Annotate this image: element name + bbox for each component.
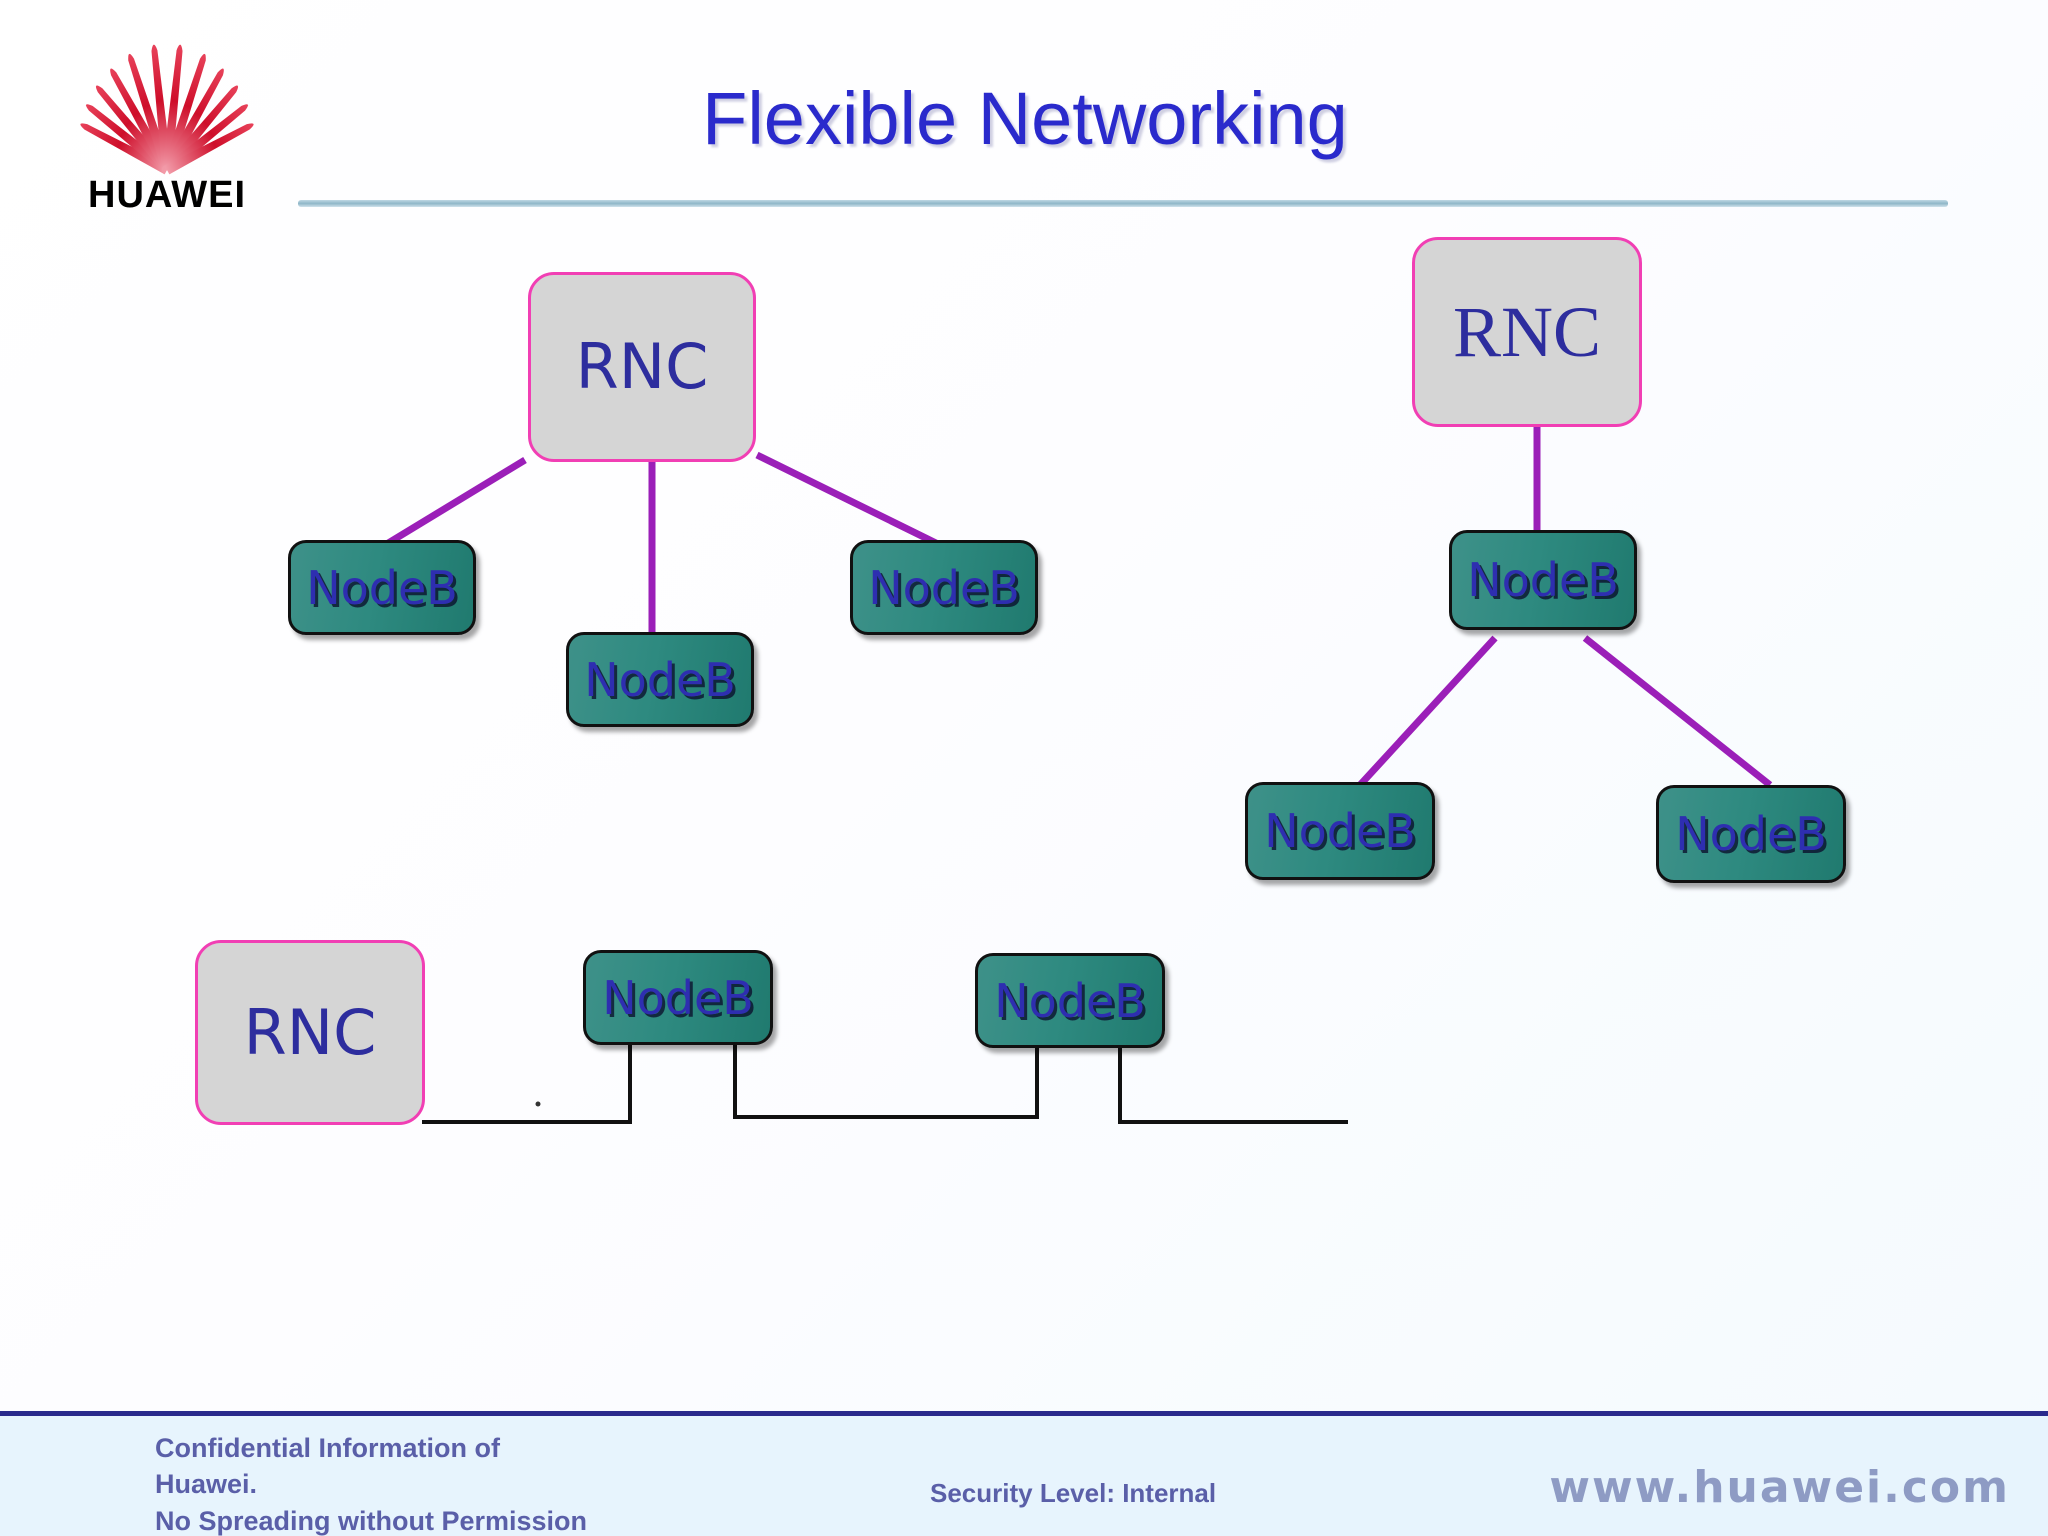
confidential-line-1: Confidential Information of (155, 1433, 500, 1463)
nodeb-star-left-label: NodeB (306, 560, 458, 615)
nodeb-tree-top-node[interactable]: NodeB (1449, 530, 1637, 630)
confidential-line-3: No Spreading without Permission (155, 1505, 588, 1536)
nodeb-tree-right-label: NodeB (1675, 807, 1827, 861)
huawei-fan-logo-icon (80, 44, 254, 175)
nodeb-chain-second-label: NodeB (994, 973, 1146, 1028)
nodeb-tree-top-label: NodeB (1467, 553, 1619, 607)
slide-footer: Confidential Information of Huawei. No S… (0, 1411, 2048, 1536)
rnc-tree-label: RNC (1452, 292, 1602, 372)
page-title: Flexible Networking (702, 77, 1348, 160)
security-level-label: Security Level: Internal (930, 1478, 1217, 1508)
rnc-chain-node[interactable]: RNC (195, 940, 425, 1125)
edge-nodeb-second-tail (1118, 1040, 1348, 1124)
nodeb-star-right-label: NodeB (868, 560, 1020, 615)
nodeb-chain-second-node[interactable]: NodeB (975, 953, 1165, 1048)
header-divider (298, 200, 1948, 207)
nodeb-tree-left-node[interactable]: NodeB (1245, 782, 1435, 880)
edge-rnc-chain-to-nodeb-first-a (422, 1040, 632, 1124)
huawei-logo: HUAWEI (72, 36, 262, 226)
rnc-chain-label: RNC (243, 995, 377, 1069)
website-url[interactable]: www.huawei.com (1549, 1462, 2010, 1513)
huawei-wordmark: HUAWEI (88, 174, 246, 216)
edge-nodeb-top-to-nodeb-left (1357, 635, 1498, 788)
rnc-star-label: RNC (575, 330, 709, 403)
nodeb-star-middle-label: NodeB (584, 652, 736, 707)
nodeb-star-left-node[interactable]: NodeB (288, 540, 476, 635)
nodeb-tree-left-label: NodeB (1264, 804, 1416, 858)
bus-dot-marker (535, 1101, 541, 1107)
confidential-notice: Confidential Information of Huawei. No S… (155, 1430, 775, 1536)
rnc-tree-node[interactable]: RNC (1412, 237, 1642, 427)
nodeb-tree-right-node[interactable]: NodeB (1656, 785, 1846, 883)
rnc-star-node[interactable]: RNC (528, 272, 756, 462)
nodeb-star-middle-node[interactable]: NodeB (566, 632, 754, 727)
edge-nodeb-first-to-nodeb-second (733, 1040, 1039, 1119)
nodeb-star-right-node[interactable]: NodeB (850, 540, 1038, 635)
edge-rnc-star-to-nodeb-right (755, 451, 942, 549)
edge-rnc-star-to-nodeb-left (383, 457, 527, 548)
nodeb-chain-first-node[interactable]: NodeB (583, 950, 773, 1045)
edge-nodeb-top-to-nodeb-right (1582, 635, 1773, 788)
nodeb-chain-first-label: NodeB (602, 970, 754, 1025)
confidential-line-2: Huawei. (155, 1469, 258, 1500)
